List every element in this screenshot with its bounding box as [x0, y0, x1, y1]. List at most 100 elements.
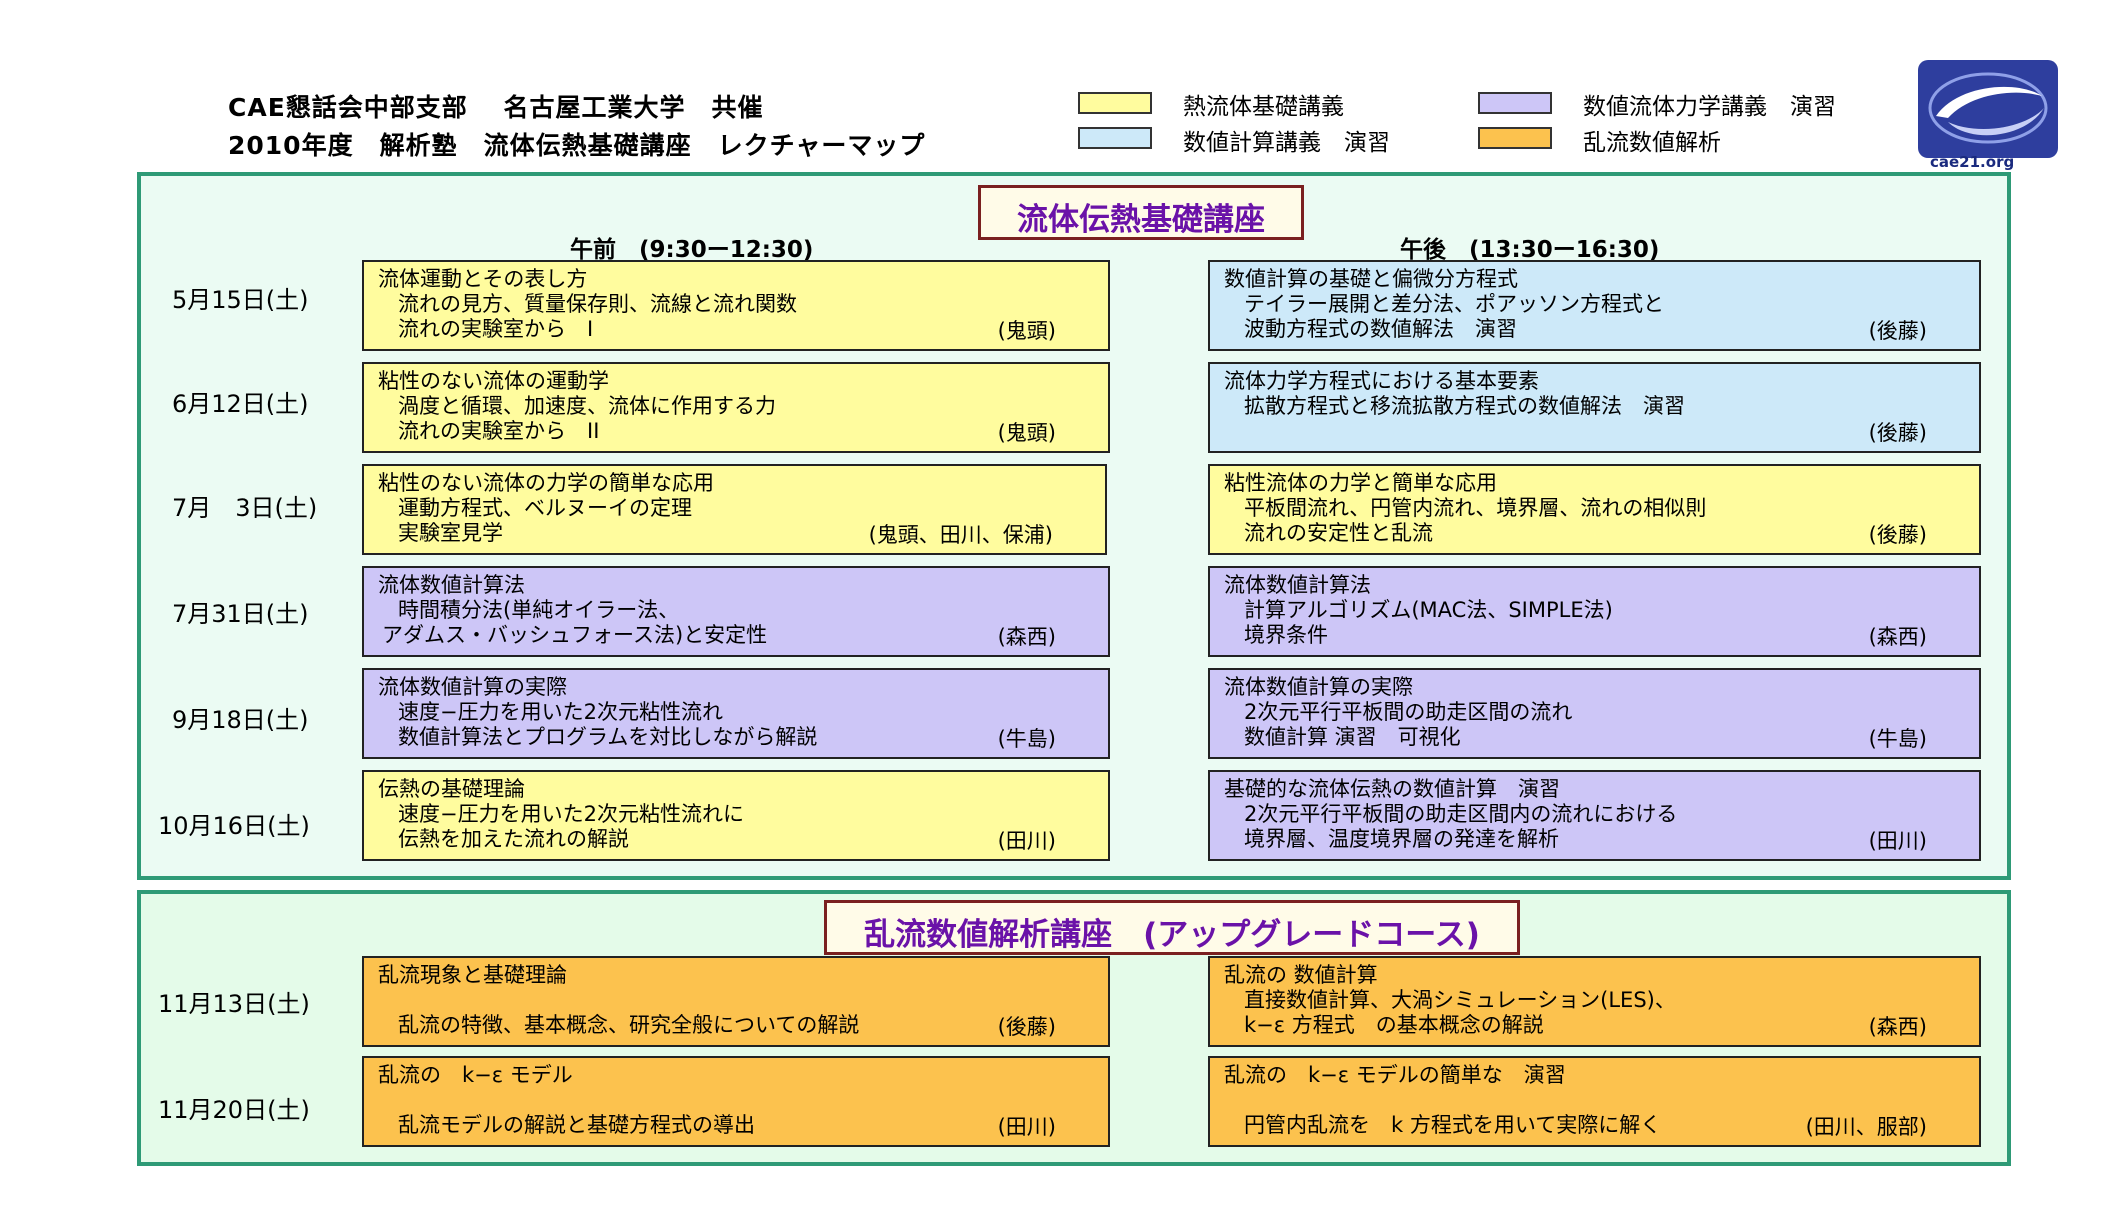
lecture-detail: 円管内乱流を k 方程式を用いて実際に解く	[1244, 1113, 1662, 1137]
lecture-box-am: 流体数値計算法 時間積分法(単純オイラー法、 アダムス・バッシュフォース法)と安…	[362, 566, 1110, 657]
session-date: 6月12日(土)	[172, 390, 309, 418]
lecture-detail: 境界層、温度境界層の発達を解析	[1244, 827, 1559, 851]
lecture-box-pm: 流体数値計算の実際 2次元平行平板間の助走区間の流れ 数値計算 演習 可視化 (…	[1208, 668, 1981, 759]
lecture-detail: 速度−圧力を用いた2次元粘性流れに	[398, 802, 744, 826]
lecture-box-am: 粘性のない流体の運動学 渦度と循環、加速度、流体に作用する力 流れの実験室から …	[362, 362, 1110, 453]
lecturer: (後藤)	[1868, 319, 1927, 343]
session-date: 10月16日(土)	[158, 812, 310, 840]
lecture-box-am: 粘性のない流体の力学の簡単な応用 運動方程式、ベルヌーイの定理 実験室見学 (鬼…	[362, 464, 1107, 555]
lecture-box-am: 乱流の k−ε モデル 乱流モデルの解説と基礎方程式の導出 (田川)	[362, 1056, 1110, 1147]
legend-swatch-blue	[1078, 127, 1152, 149]
lecture-title: 流体運動とその表し方	[378, 267, 588, 291]
logo-swoosh-icon	[1928, 72, 2048, 144]
lecture-detail	[1224, 419, 1965, 444]
lecture-title: 粘性流体の力学と簡単な応用	[1224, 471, 1497, 495]
lecture-box-pm: 乱流の 数値計算 直接数値計算、大渦シミュレーション(LES)、 k−ε 方程式…	[1208, 956, 1981, 1047]
lecture-title: 基礎的な流体伝熱の数値計算 演習	[1224, 777, 1560, 801]
lecture-title: 粘性のない流体の運動学	[378, 369, 609, 393]
lecturer: (森西)	[1868, 1015, 1927, 1039]
lecture-detail: 拡散方程式と移流拡散方程式の数値解法 演習	[1244, 394, 1685, 418]
lecture-detail	[378, 1088, 1094, 1113]
lecture-detail: 速度−圧力を用いた2次元粘性流れ	[398, 700, 723, 724]
lecture-title: 流体数値計算の実際	[378, 675, 567, 699]
session-date: 11月13日(土)	[158, 990, 310, 1018]
pm-column-header: 午後 (13:30ー16:30)	[1400, 237, 1660, 263]
lecture-title: 流体数値計算法	[378, 573, 525, 597]
lecture-title: 粘性のない流体の力学の簡単な応用	[378, 471, 714, 495]
lecture-detail: 乱流の特徴、基本概念、研究全般についての解説	[398, 1013, 860, 1037]
lecturer: (鬼頭)	[997, 319, 1056, 343]
lecture-title: 数値計算の基礎と偏微分方程式	[1224, 267, 1518, 291]
lecture-detail: 流れの見方、質量保存則、流線と流れ関数	[398, 292, 797, 316]
lecturer: (鬼頭、田川、保浦)	[868, 523, 1053, 547]
lecture-detail: 2次元平行平板間の助走区間内の流れにおける	[1244, 802, 1678, 826]
session-date: 7月 3日(土)	[172, 494, 318, 522]
lecturer: (田川)	[997, 829, 1056, 853]
lecture-box-pm: 基礎的な流体伝熱の数値計算 演習 2次元平行平板間の助走区間内の流れにおける 境…	[1208, 770, 1981, 861]
lecture-title: 伝熱の基礎理論	[378, 777, 525, 801]
lecturer: (牛島)	[997, 727, 1056, 751]
lecture-detail: 時間積分法(単純オイラー法、	[398, 598, 680, 622]
lecture-detail: 流れの安定性と乱流	[1244, 521, 1433, 545]
legend-label: 熱流体基礎講義	[1183, 94, 1344, 120]
lecture-detail: 直接数値計算、大渦シミュレーション(LES)、	[1244, 988, 1676, 1012]
session-date: 7月31日(土)	[172, 600, 309, 628]
lecture-detail: 実験室見学	[398, 521, 503, 545]
lecturer: (森西)	[997, 625, 1056, 649]
lecture-box-pm: 流体数値計算法 計算アルゴリズム(MAC法、SIMPLE法) 境界条件 (森西)	[1208, 566, 1981, 657]
legend-swatch-orange	[1478, 127, 1552, 149]
lecturer: (後藤)	[1868, 421, 1927, 445]
lecture-detail: 数値計算法とプログラムを対比しながら解説	[398, 725, 818, 749]
lecture-box-pm: 粘性流体の力学と簡単な応用 平板間流れ、円管内流れ、境界層、流れの相似則 流れの…	[1208, 464, 1981, 555]
lecture-detail	[378, 988, 1094, 1013]
lecture-box-am: 流体数値計算の実際 速度−圧力を用いた2次元粘性流れ 数値計算法とプログラムを対…	[362, 668, 1110, 759]
legend-label: 数値計算講義 演習	[1183, 130, 1390, 156]
session-date: 9月18日(土)	[172, 706, 309, 734]
lecture-box-pm: 数値計算の基礎と偏微分方程式 テイラー展開と差分法、ポアッソン方程式と 波動方程…	[1208, 260, 1981, 351]
session-date: 11月20日(土)	[158, 1096, 310, 1124]
lecturer: (鬼頭)	[997, 421, 1056, 445]
lecture-detail: アダムス・バッシュフォース法)と安定性	[382, 623, 768, 647]
lecture-detail: 計算アルゴリズム(MAC法、SIMPLE法)	[1244, 598, 1613, 622]
lecture-detail: 流れの実験室から I	[398, 317, 594, 341]
lecture-detail: テイラー展開と差分法、ポアッソン方程式と	[1244, 292, 1664, 316]
legend-label: 乱流数値解析	[1583, 130, 1721, 156]
lecture-detail: 流れの実験室から II	[398, 419, 600, 443]
logo-url: cae21.org	[1930, 153, 2015, 171]
legend-label: 数値流体力学講義 演習	[1583, 94, 1836, 120]
lecture-detail: 波動方程式の数値解法 演習	[1244, 317, 1517, 341]
lecture-title: 流体数値計算の実際	[1224, 675, 1413, 699]
lecture-detail: 乱流モデルの解説と基礎方程式の導出	[398, 1113, 755, 1137]
lecture-box-am: 乱流現象と基礎理論 乱流の特徴、基本概念、研究全般についての解説 (後藤)	[362, 956, 1110, 1047]
lecture-box-am: 流体運動とその表し方 流れの見方、質量保存則、流線と流れ関数 流れの実験室から …	[362, 260, 1110, 351]
lecture-detail: 境界条件	[1244, 623, 1328, 647]
lecturer: (後藤)	[1868, 523, 1927, 547]
lecturer: (田川)	[1868, 829, 1927, 853]
course1-title: 流体伝熱基礎講座	[978, 185, 1304, 240]
course2-title: 乱流数値解析講座 (アップグレードコース)	[824, 900, 1520, 955]
lecture-detail: 数値計算 演習 可視化	[1244, 725, 1461, 749]
lecturer: (田川)	[997, 1115, 1056, 1139]
lecture-title: 流体数値計算法	[1224, 573, 1371, 597]
lecturer: (後藤)	[997, 1015, 1056, 1039]
lecture-title: 乱流の k−ε モデルの簡単な 演習	[1224, 1063, 1566, 1087]
lecture-title: 乱流の k−ε モデル	[378, 1063, 573, 1087]
session-date: 5月15日(土)	[172, 286, 309, 314]
lecture-title: 乱流現象と基礎理論	[378, 963, 567, 987]
lecture-box-pm: 流体力学方程式における基本要素 拡散方程式と移流拡散方程式の数値解法 演習 (後…	[1208, 362, 1981, 453]
lecture-detail: 平板間流れ、円管内流れ、境界層、流れの相似則	[1244, 496, 1707, 520]
lecturer: (牛島)	[1868, 727, 1927, 751]
am-column-header: 午前 (9:30ー12:30)	[570, 237, 814, 263]
lecturer: (田川、服部)	[1805, 1115, 1927, 1139]
header-title: 2010年度 解析塾 流体伝熱基礎講座 レクチャーマップ	[228, 131, 926, 160]
lecture-detail: k−ε 方程式 の基本概念の解説	[1244, 1013, 1544, 1037]
lecture-detail	[1224, 1088, 1965, 1113]
legend-swatch-yellow	[1078, 92, 1152, 114]
lecture-detail: 2次元平行平板間の助走区間の流れ	[1244, 700, 1573, 724]
lecture-detail: 伝熱を加えた流れの解説	[398, 827, 629, 851]
cae-logo	[1918, 60, 2058, 158]
header-organizers: CAE懇話会中部支部 名古屋工業大学 共催	[228, 93, 764, 122]
lecture-title: 乱流の 数値計算	[1224, 963, 1378, 987]
lecture-title: 流体力学方程式における基本要素	[1224, 369, 1539, 393]
lecture-box-pm: 乱流の k−ε モデルの簡単な 演習 円管内乱流を k 方程式を用いて実際に解く…	[1208, 1056, 1981, 1147]
